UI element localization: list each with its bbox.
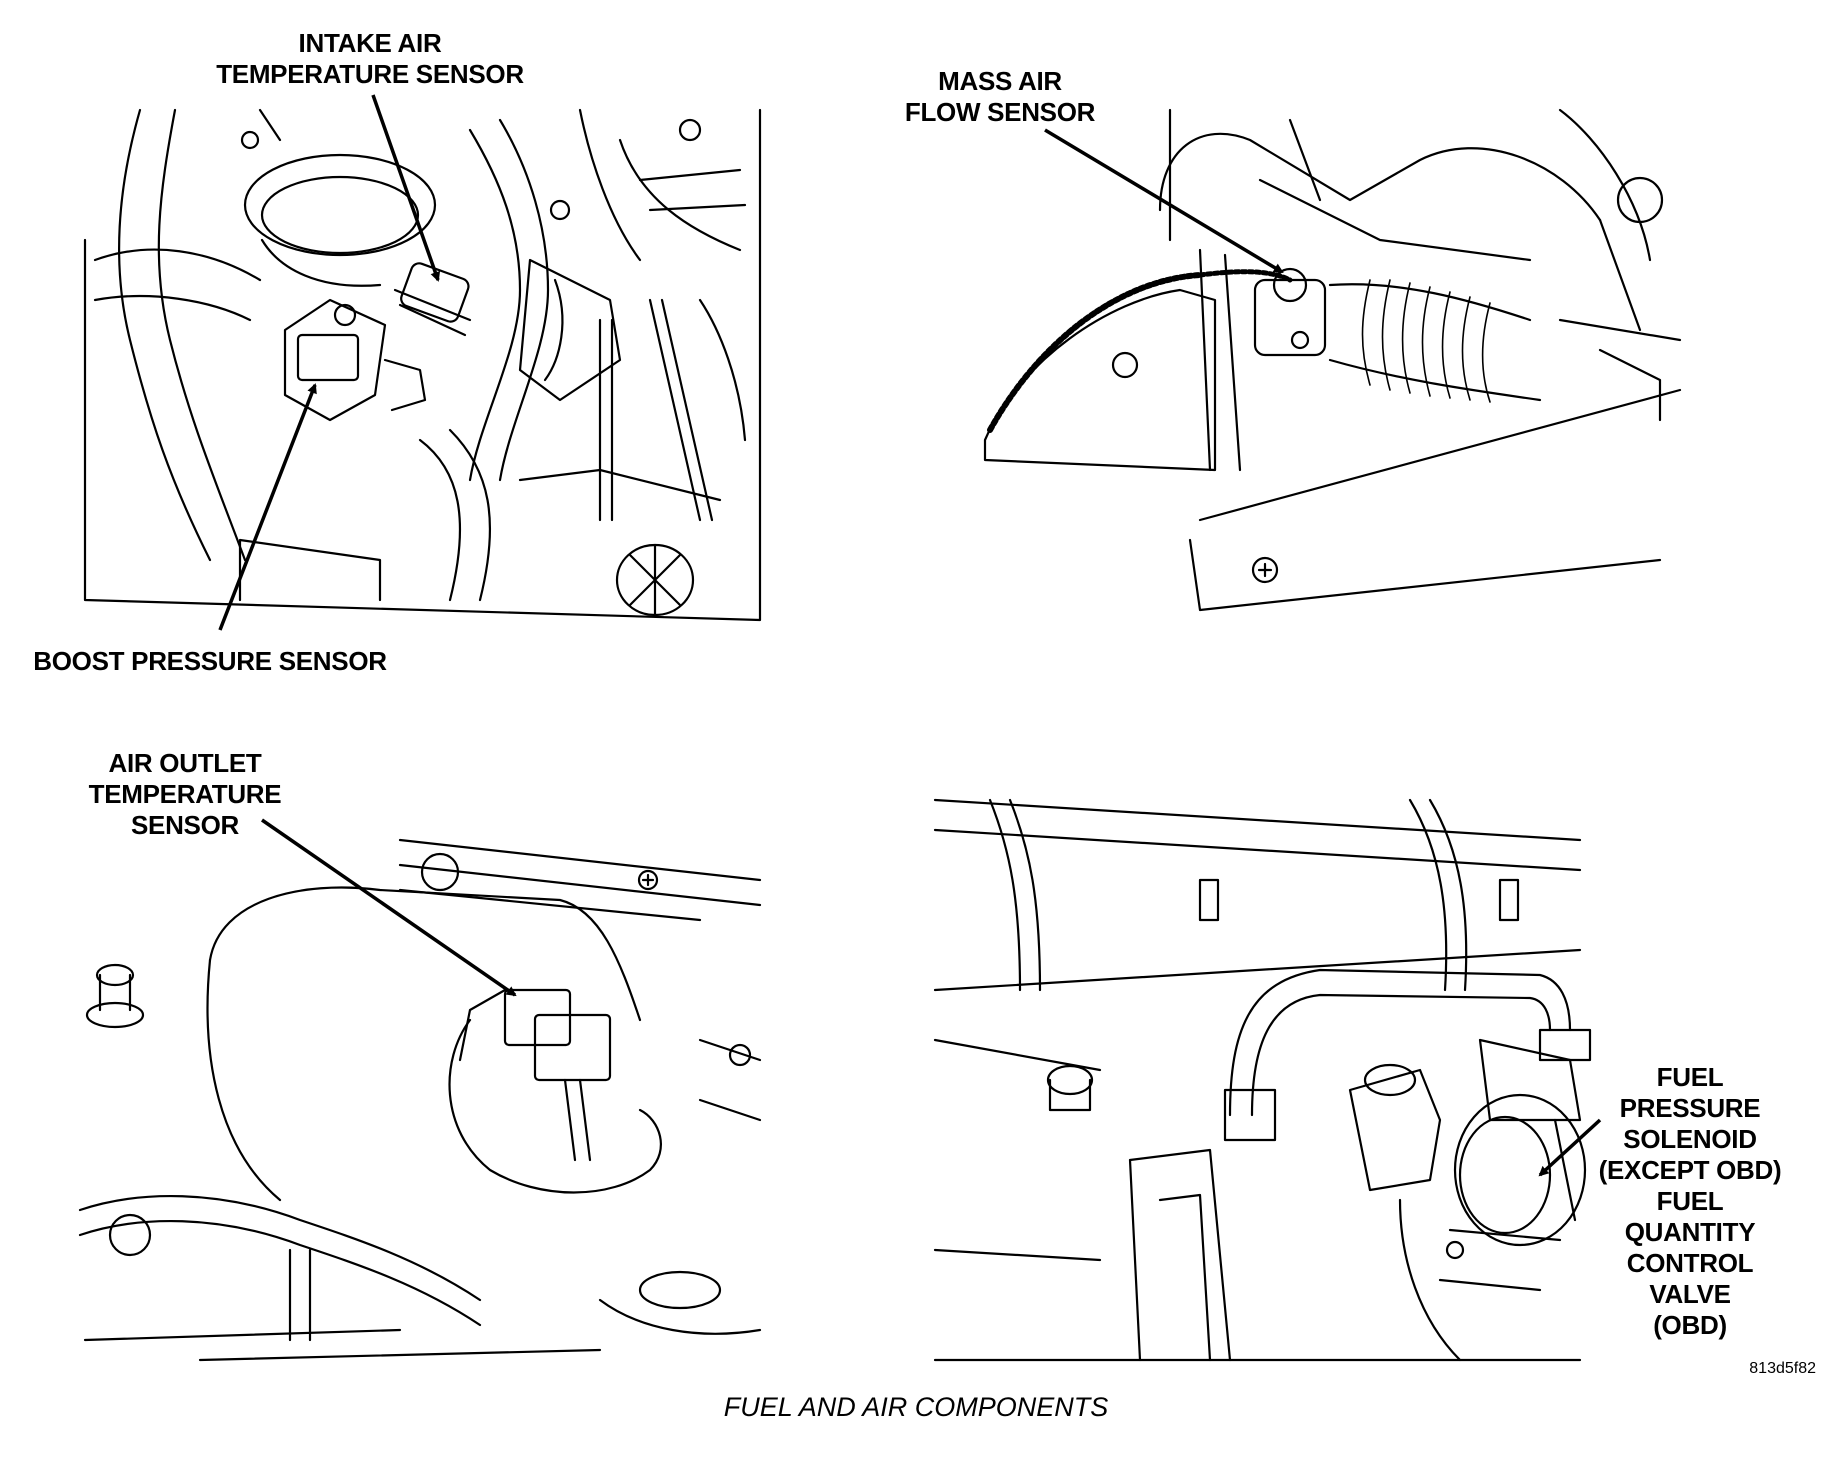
label-air-outlet-temperature-sensor: AIR OUTLET TEMPERATURE SENSOR [88,748,282,840]
panel-boost-intake [83,108,762,622]
panel-air-outlet-temp [78,838,762,1362]
figure-caption: FUEL AND AIR COMPONENTS [723,1392,1109,1422]
label-fuel-pressure-solenoid: FUEL PRESSURE SOLENOID (EXCEPT OBD) FUEL… [1598,1062,1782,1340]
panel-fuel-pressure [933,798,1592,1362]
label-boost-pressure-sensor: BOOST PRESSURE SENSOR [33,646,387,676]
callout-arrows [218,94,1602,1177]
label-intake-air-temperature-sensor: INTAKE AIR TEMPERATURE SENSOR [216,28,524,89]
panel-mass-air-flow [983,108,1682,612]
figure-code: 813d5f82 [1749,1360,1816,1377]
label-mass-air-flow-sensor: MASS AIR FLOW SENSOR [904,66,1096,127]
